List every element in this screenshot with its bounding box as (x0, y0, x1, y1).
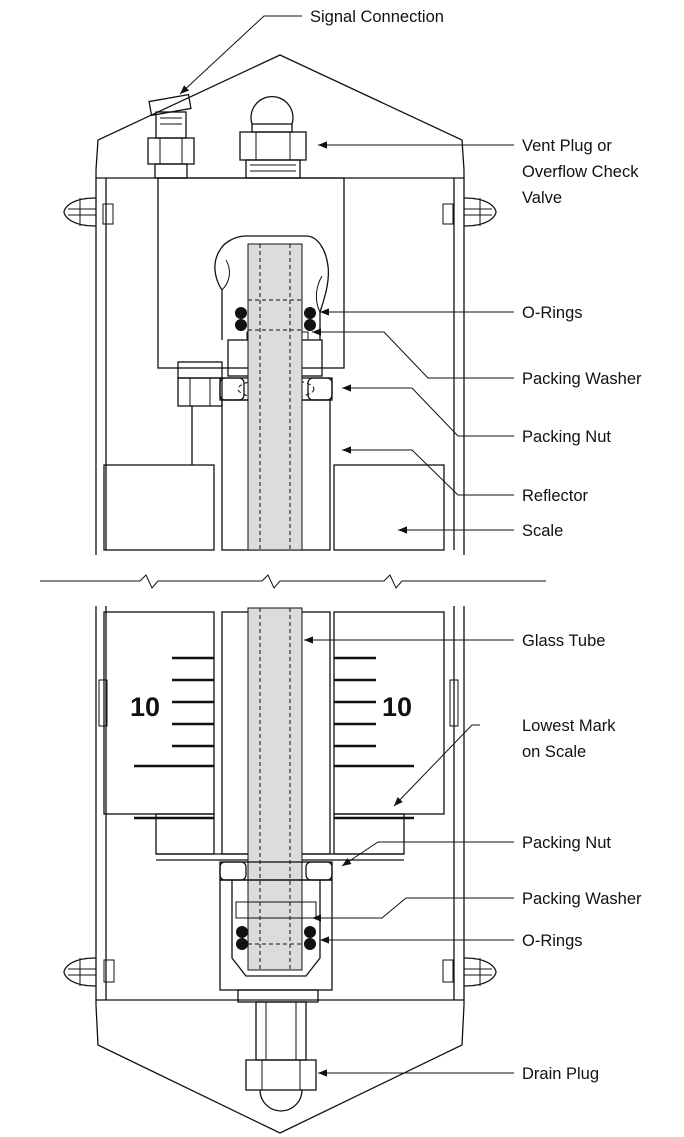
label-packing-nut-top: Packing Nut (522, 428, 611, 446)
label-vent-plug-line2: Overflow Check (522, 163, 639, 181)
label-glass-tube: Glass Tube (522, 632, 605, 650)
label-lowest-mark-line1: Lowest Mark (522, 717, 616, 735)
label-packing-washer-top: Packing Washer (522, 370, 642, 388)
scale-panel-top-right (333, 464, 445, 551)
scale-panel-bottom-right (333, 611, 445, 855)
label-o-rings-top: O-Rings (522, 304, 583, 322)
label-lowest-mark-line2: on Scale (522, 743, 586, 761)
screw-bottom-left (63, 957, 97, 987)
screw-bottom-right (463, 957, 497, 987)
break-line (40, 574, 546, 589)
scale-number-right: 10 (382, 692, 412, 722)
side-fitting (177, 361, 223, 465)
label-reflector: Reflector (522, 487, 589, 505)
scale-number-left: 10 (130, 692, 160, 722)
label-drain-plug: Drain Plug (522, 1065, 599, 1083)
screw-top-right (463, 197, 497, 227)
label-vent-plug-line1: Vent Plug or (522, 137, 612, 155)
label-signal-connection: Signal Connection (310, 8, 444, 26)
scale-panel-bottom-left (103, 611, 215, 855)
o-rings-bottom (236, 926, 316, 950)
label-o-rings-bottom: O-Rings (522, 932, 583, 950)
glass-tube-bottom (247, 607, 303, 971)
label-packing-nut-bottom: Packing Nut (522, 834, 611, 852)
vent-plug (239, 96, 307, 179)
callouts (179, 15, 514, 1077)
o-rings-top (235, 307, 316, 331)
screw-top-left (63, 197, 97, 227)
label-vent-plug-line3: Valve (522, 189, 562, 207)
label-packing-washer-bottom: Packing Washer (522, 890, 642, 908)
scale-panel-top-left (103, 464, 215, 551)
drain-plug (245, 1059, 317, 1112)
bottom-housing (95, 606, 465, 1134)
signal-connection-fitting (147, 93, 195, 179)
label-scale: Scale (522, 522, 563, 540)
glass-tube-top (247, 243, 303, 551)
